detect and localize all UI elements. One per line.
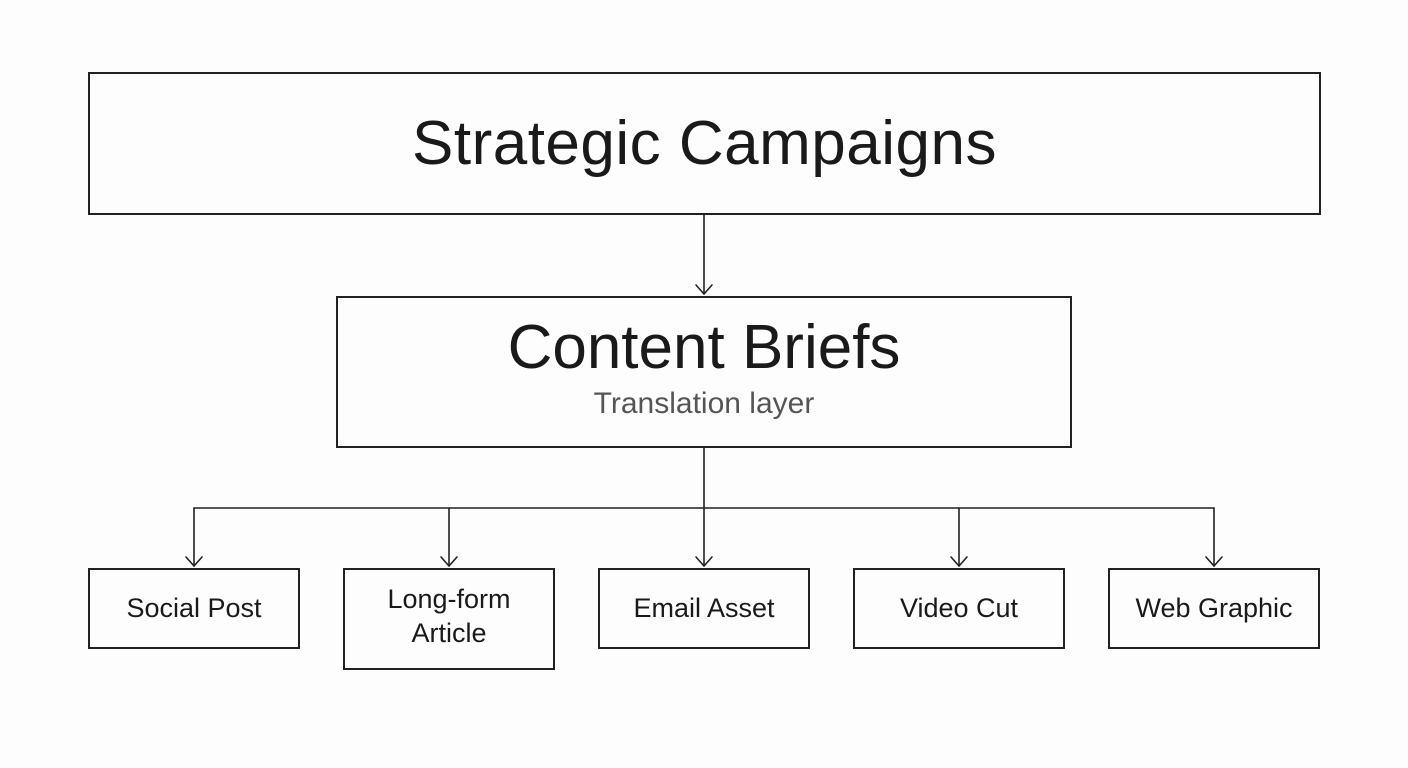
node-label: Social Post <box>126 592 262 623</box>
node-social-post: Social Post <box>88 568 300 649</box>
arrowhead-leaf-1 <box>185 556 203 567</box>
node-title: Strategic Campaigns <box>412 109 997 178</box>
node-video-cut: Video Cut <box>853 568 1065 649</box>
node-content-briefs: Content Briefs Translation layer <box>336 296 1072 448</box>
node-label: Long-form Article <box>387 584 511 648</box>
node-title: Content Briefs <box>507 313 901 383</box>
node-label: Web Graphic <box>1135 592 1293 623</box>
node-subtitle: Translation layer <box>593 386 815 420</box>
arrowhead-middle <box>695 284 713 295</box>
node-email-asset: Email Asset <box>598 568 810 649</box>
node-long-form-article: Long-form Article <box>343 568 555 670</box>
node-label: Video Cut <box>899 592 1019 623</box>
node-web-graphic: Web Graphic <box>1108 568 1320 649</box>
arrowhead-leaf-3 <box>695 556 713 567</box>
node-label: Email Asset <box>633 592 775 623</box>
arrowhead-leaf-2 <box>440 556 458 567</box>
node-strategic-campaigns: Strategic Campaigns <box>88 72 1321 215</box>
arrowhead-leaf-5 <box>1205 556 1223 567</box>
arrowhead-leaf-4 <box>950 556 968 567</box>
